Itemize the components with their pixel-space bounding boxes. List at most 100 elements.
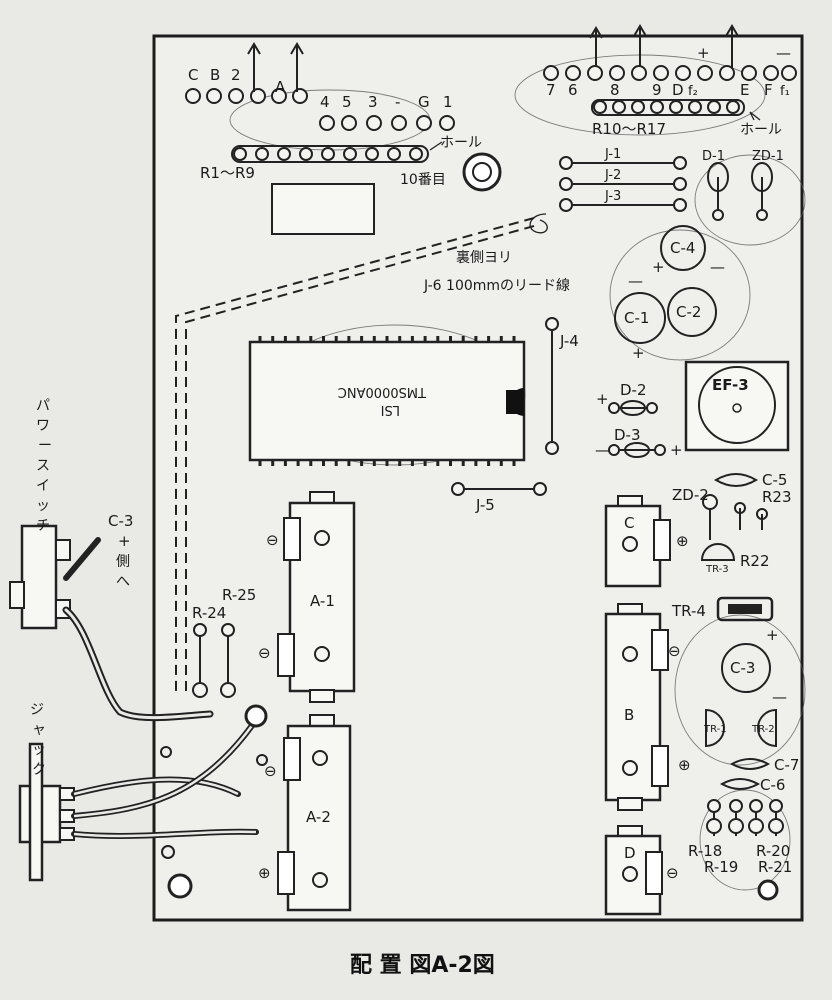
header-label-dash: -: [395, 93, 400, 111]
label-j4: J-4: [559, 332, 579, 350]
label-c7: C-7: [774, 756, 799, 774]
capacitor-c5: [714, 473, 758, 487]
battery-holder-c: [604, 495, 671, 588]
c3-side-note: C-3 + 側 へ: [108, 512, 133, 590]
header-label-9: 9: [652, 81, 662, 99]
label-r22: R22: [740, 552, 770, 570]
label-r23: R23: [762, 488, 792, 506]
jack-char-3: ッ: [32, 742, 46, 758]
label-tr4: TR-4: [671, 602, 706, 620]
label-c1: C-1: [624, 309, 649, 327]
mounting-hole-inner: [472, 162, 492, 182]
ps-char-3: ー: [38, 438, 52, 454]
b-cell-plus: ⊕: [678, 756, 691, 774]
capacitor-c2: [667, 287, 717, 337]
label-lsi-2: TMS0000ANC: [338, 384, 427, 399]
ps-char-6: ッ: [36, 498, 50, 514]
label-r18: R-18: [688, 842, 722, 860]
header-label-plus: +: [697, 44, 710, 62]
capacitor-c6: [719, 778, 761, 790]
label-r24: R-24: [192, 604, 226, 622]
capacitor-c7: [729, 758, 771, 770]
battery-holder-a1: [277, 491, 356, 703]
zener-zd2: [702, 494, 768, 540]
diode-d2: [608, 400, 658, 416]
d2-plus: +: [596, 390, 609, 408]
hole-pointer-left: [429, 141, 443, 151]
header-label-d: D: [672, 81, 684, 99]
jack-char-2: ャ: [32, 722, 46, 738]
a1-minus: ⊖: [266, 531, 279, 549]
c1-plus: +: [632, 344, 645, 362]
c3-note-3: 側: [116, 554, 130, 570]
label-tr1: TR-1: [703, 724, 727, 735]
b-cell-minus: ⊖: [668, 642, 681, 660]
header-label-5: 5: [342, 93, 352, 111]
a2-plus: ⊕: [258, 864, 271, 882]
capacitor-c3: [721, 643, 771, 693]
jumper-j4: [545, 317, 559, 455]
power-switch-label: パ ワ ー ス イ ッ チ: [36, 398, 52, 534]
transistor-tr3: [700, 543, 736, 561]
label-a2: A-2: [306, 808, 331, 826]
label-a1: A-1: [310, 592, 335, 610]
header-label-4: 4: [320, 93, 330, 111]
header-label-3: 3: [368, 93, 378, 111]
wire-entry-hole: [244, 704, 268, 728]
header-label-8: 8: [610, 81, 620, 99]
c1-minus: —: [628, 272, 643, 290]
lsi-pins: [258, 336, 516, 466]
label-c4: C-4: [670, 239, 695, 257]
capacitor-c1: [614, 292, 666, 344]
c3-minus: —: [772, 688, 787, 706]
label-pin-10: 10番目: [400, 172, 446, 188]
d-cell-minus: ⊖: [666, 864, 679, 882]
c-cell-plus: ⊕: [676, 532, 689, 550]
hole-pointer-right: [749, 111, 761, 121]
transistor-tr4: [716, 596, 774, 622]
ps-char-1: パ: [36, 398, 50, 414]
battery-holder-b: [604, 603, 669, 811]
label-ef3: EF-3: [712, 376, 749, 394]
label-r1-r9: R1～R9: [200, 164, 255, 182]
label-tr3: TR-3: [705, 564, 729, 575]
ps-char-4: ス: [36, 458, 50, 474]
c3-note-2: +: [118, 532, 131, 550]
jack-label: ジ ャ ッ ク: [30, 702, 46, 778]
mounting-hole-bl: [167, 873, 193, 899]
c4-minus: —: [710, 258, 725, 276]
header-label-f: F: [764, 81, 773, 99]
mounting-hole-br: [757, 879, 779, 901]
c3-plus: +: [766, 626, 779, 644]
resistor-array-r10-r17: [591, 99, 745, 116]
resistor-array-r1-r9: [231, 145, 429, 163]
label-tr2: TR-2: [751, 724, 775, 735]
c4-plus: +: [652, 258, 665, 276]
zener-zd1: [751, 162, 773, 221]
a1-plus: ⊖: [258, 644, 271, 662]
a2-minus: ⊖: [264, 762, 277, 780]
header-label-minus: —: [776, 44, 791, 62]
capacitor-c4: [660, 225, 706, 271]
header-label-2: 2: [231, 66, 241, 84]
header-label-c: C: [188, 66, 198, 84]
battery-holder-d: [604, 825, 663, 916]
j6-loop: [529, 213, 548, 234]
d3-plus: +: [670, 441, 683, 459]
header-label-b: B: [210, 66, 220, 84]
resistors-r18-r21: [706, 799, 784, 836]
label-r10-r17: R10～R17: [592, 120, 666, 138]
label-back-note-2: J-6 100mmのリード線: [423, 278, 570, 294]
label-c2: C-2: [676, 303, 701, 321]
label-back-note-1: 裏側ヨリ: [456, 249, 512, 266]
label-j1: J-1: [604, 147, 621, 162]
transistor-tr2: [757, 708, 777, 748]
header-label-a: A: [275, 78, 286, 96]
jack-wires: [71, 717, 259, 839]
label-b-cell: B: [624, 706, 634, 724]
diode-d3: [608, 442, 666, 458]
jumpers-j1-j3: [559, 156, 687, 212]
jack-char-4: ク: [32, 762, 46, 778]
jack-char-1: ジ: [30, 702, 44, 718]
